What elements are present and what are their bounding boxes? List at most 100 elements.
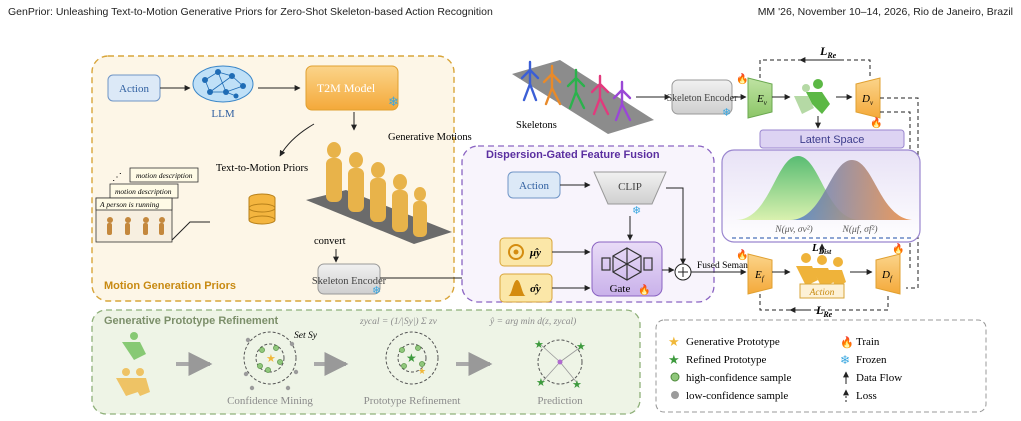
fused-semantic-text: Fused Semantic <box>697 261 757 271</box>
svg-text:★: ★ <box>418 366 426 376</box>
svg-text:★: ★ <box>576 341 586 353</box>
desc-card-3: A person is running <box>99 200 159 209</box>
svg-text:★: ★ <box>406 351 417 365</box>
mu-box <box>499 237 553 267</box>
top-lre-label: LRe <box>819 44 837 60</box>
generative-motions-illustration <box>306 142 452 244</box>
bottom-action-label: Action <box>809 288 835 298</box>
latent-space-label: Latent Space <box>800 134 865 146</box>
legend-high-confidence-icon <box>670 372 680 382</box>
ev-label-main: E <box>756 93 764 105</box>
runner-green-icon <box>794 79 830 114</box>
dv-label-main: D <box>861 93 870 105</box>
legend-high-confidence: high-confidence sample <box>686 372 791 384</box>
top-loss-loop <box>759 59 871 78</box>
bottom-action-box <box>799 283 845 299</box>
t2m-frozen-icon: ❄ <box>388 94 399 109</box>
mu-target-icon <box>508 244 524 260</box>
legend-train-icon: 🔥 <box>840 336 854 349</box>
dgff-action-label: Action <box>519 180 549 192</box>
confidence-mining-plot: ★ <box>243 331 299 391</box>
ef-label: Ef <box>754 269 765 283</box>
priors-label: Text-to-Motion Priors <box>216 163 308 174</box>
sigma-label: σ̂y <box>530 283 541 295</box>
mu-label: μ̂y <box>529 247 541 259</box>
df-label-sub: f <box>890 275 893 283</box>
legend-loss: Loss <box>856 390 877 402</box>
mgp-encoder-frozen-icon: ❄ <box>372 285 381 297</box>
legend-low-confidence-icon <box>671 391 679 399</box>
bottom-lre-sub: Re <box>822 310 832 319</box>
df-train-icon: 🔥 <box>892 242 904 255</box>
top-encoder-frozen-icon: ❄ <box>722 107 731 119</box>
skeletons-label: Skeletons <box>516 120 557 131</box>
priors-database-icon <box>248 193 276 225</box>
ldist-sub: Dist <box>818 247 832 256</box>
ev-encoder-block <box>747 77 773 119</box>
ef-label-sub: f <box>762 275 765 283</box>
bottom-lre-main: L <box>815 303 823 317</box>
legend-panel <box>655 319 987 413</box>
gpr-runner-icons <box>116 332 150 396</box>
runners-orange-icon <box>796 253 846 288</box>
desc-card-1: motion description <box>136 171 193 180</box>
gate-train-icon: 🔥 <box>638 283 650 296</box>
svg-text:★: ★ <box>534 339 544 351</box>
dv-train-icon: 🔥 <box>870 116 882 129</box>
gpr-title: Generative Prototype Refinement <box>104 315 279 327</box>
top-lre-main: L <box>819 44 827 58</box>
df-label-main: D <box>881 269 890 281</box>
ev-train-icon: 🔥 <box>736 72 748 85</box>
step-prototype-refinement: Prototype Refinement <box>364 395 461 407</box>
mgp-action-label: Action <box>119 83 149 95</box>
bottom-lre-label: LRe <box>815 303 833 319</box>
ef-label-main: E <box>754 269 762 281</box>
latent-nv-label: N(μv, σv²) <box>774 224 812 235</box>
prototype-refinement-plot: ★ ★ <box>385 331 439 385</box>
sigma-dist-icon <box>508 280 526 296</box>
legend-data-flow: Data Flow <box>856 372 902 384</box>
clip-box <box>593 171 667 205</box>
df-decoder-block <box>875 253 901 295</box>
svg-text:★: ★ <box>536 377 546 389</box>
legend-refined-prototype: Refined Prototype <box>686 354 766 366</box>
priors-label-text: Text-to-Motion Priors <box>216 163 308 174</box>
step-confidence-mining: Confidence Mining <box>227 395 313 407</box>
fused-semantic-label: Fused Semantic <box>697 261 757 271</box>
ldist-label: LDist <box>811 242 832 256</box>
gate-mechanism-icon <box>601 247 653 281</box>
mgp-skeleton-encoder-box <box>317 263 381 295</box>
mgp-skeleton-encoder-label: Skeleton Encoder <box>312 276 387 287</box>
legend-low-confidence: low-confidence sample <box>686 390 788 402</box>
legend-frozen-icon: ❄ <box>840 353 850 367</box>
legend: ★ Generative Prototype 🔥 Train ★ Refined… <box>668 334 902 402</box>
ldist-main: L <box>811 242 819 254</box>
mgp-title: Motion Generation Priors <box>104 280 236 292</box>
arrow-t2m-priors <box>279 123 315 157</box>
clip-label: CLIP <box>618 181 642 193</box>
gpr-formula-1: zycal = (1/|Sy|) Σ zv <box>359 316 438 327</box>
desc-card-2: motion description <box>115 187 172 196</box>
dgff-title: Dispersion-Gated Feature Fusion <box>486 149 660 161</box>
bottom-loss-loop <box>759 294 889 311</box>
llm-icon <box>192 65 254 103</box>
top-lre-sub: Re <box>826 51 836 60</box>
legend-frozen: Frozen <box>856 354 887 366</box>
dv-label-sub: v <box>870 99 874 107</box>
svg-text:★: ★ <box>266 353 276 365</box>
legend-train: Train <box>856 336 880 348</box>
motion-generation-priors-panel <box>91 55 455 302</box>
sigma-box <box>499 273 553 303</box>
legend-refined-prototype-icon: ★ <box>668 352 680 367</box>
latent-nf-label: N(μf, σf²) <box>842 224 878 235</box>
set-sy-label: Set Sy <box>294 331 318 341</box>
t2m-model-label: T2M Model <box>317 81 376 95</box>
gate-label: Gate <box>610 283 631 295</box>
motion-description-cards: motion description motion description ⋰ … <box>95 167 210 243</box>
gpr-formula-2: ŷ = arg min d(z, zycal) <box>489 316 576 327</box>
latent-space-header <box>759 129 905 149</box>
running-header-left: GenPrior: Unleashing Text-to-Motion Gene… <box>8 6 493 18</box>
ev-label: Ev <box>756 93 768 107</box>
prediction-plot: ★★ ★★ <box>534 339 586 391</box>
